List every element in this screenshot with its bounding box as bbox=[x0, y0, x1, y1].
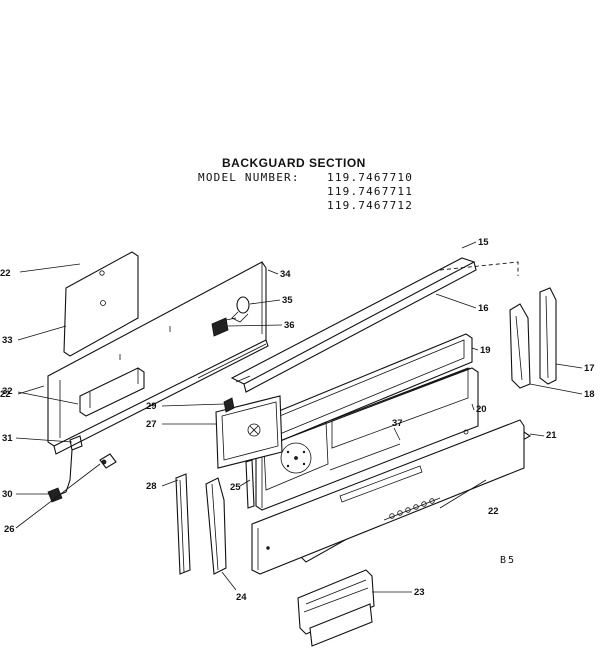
rear-panel bbox=[47, 261, 269, 455]
label-32: 32 bbox=[2, 386, 13, 397]
label-19: 19 bbox=[480, 345, 491, 356]
lower-handle bbox=[297, 569, 375, 647]
label-22-mid: 22 bbox=[0, 389, 11, 400]
clip bbox=[69, 435, 83, 451]
label-34: 34 bbox=[280, 269, 291, 280]
label-24: 24 bbox=[236, 592, 247, 603]
label-23: 23 bbox=[414, 587, 425, 598]
control-panel-front bbox=[255, 367, 479, 511]
label-22-bottom: 22 bbox=[488, 506, 499, 517]
label-18: 18 bbox=[584, 389, 595, 400]
model-number-label: MODEL NUMBER: bbox=[198, 171, 300, 184]
leader-lines bbox=[15, 241, 583, 593]
label-30: 30 bbox=[2, 489, 13, 500]
timer-plate bbox=[215, 395, 283, 469]
label-21: 21 bbox=[546, 430, 557, 441]
cord-plug bbox=[99, 453, 117, 469]
label-26: 26 bbox=[4, 524, 15, 535]
label-36: 36 bbox=[284, 320, 295, 331]
right-end-cap bbox=[539, 287, 557, 385]
small-bracket bbox=[245, 459, 255, 509]
label-33: 33 bbox=[2, 335, 13, 346]
label-28: 28 bbox=[146, 481, 157, 492]
right-side-trim bbox=[509, 303, 531, 389]
model-number-1: 119.7467710 bbox=[327, 171, 414, 184]
label-35: 35 bbox=[282, 295, 293, 306]
left-side-trim bbox=[205, 477, 227, 575]
part-labels: 15 16 17 18 19 20 21 22 22 22 23 24 25 2… bbox=[0, 237, 595, 603]
model-number-2: 119.7467711 bbox=[327, 185, 414, 198]
label-27: 27 bbox=[146, 419, 157, 430]
label-22-top: 22 bbox=[0, 268, 11, 279]
label-25: 25 bbox=[230, 482, 241, 493]
label-20: 20 bbox=[476, 404, 487, 415]
rear-cover-plate bbox=[63, 251, 139, 357]
timer-knob bbox=[223, 397, 235, 413]
alignment-guide bbox=[439, 261, 519, 276]
model-number-3: 119.7467712 bbox=[327, 199, 414, 212]
label-16: 16 bbox=[478, 303, 489, 314]
left-end-cap bbox=[175, 473, 191, 575]
label-15: 15 bbox=[478, 237, 489, 248]
page-code: B5 bbox=[500, 555, 516, 566]
label-31: 31 bbox=[2, 433, 13, 444]
label-29: 29 bbox=[146, 401, 157, 412]
lower-backguard-panel bbox=[251, 419, 525, 575]
label-17: 17 bbox=[584, 363, 595, 374]
label-37: 37 bbox=[392, 418, 403, 429]
section-title: BACKGUARD SECTION bbox=[222, 156, 366, 170]
